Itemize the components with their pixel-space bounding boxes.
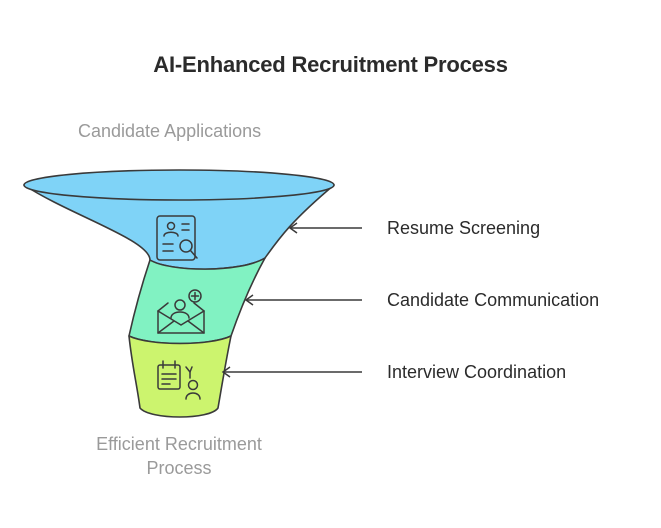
funnel-output-label: Efficient Recruitment Process: [60, 432, 298, 480]
arrow-interview-coordination: [221, 366, 362, 378]
funnel-output-label-line2: Process: [146, 458, 212, 478]
funnel-input-label: Candidate Applications: [78, 121, 262, 141]
stage-label-candidate-communication: Candidate Communication: [387, 290, 600, 310]
funnel-top-ellipse: [23, 169, 335, 201]
calendar-user-icon: [157, 360, 201, 400]
funnel-stage-candidate-communication: [128, 257, 266, 345]
stage-label-resume-screening: Resume Screening: [387, 218, 541, 238]
resume-search-icon: [156, 215, 198, 261]
stage-label-interview-coordination: Interview Coordination: [387, 362, 567, 382]
arrow-resume-screening: [288, 222, 362, 234]
arrow-candidate-communication: [244, 294, 362, 306]
funnel-output-label-line1: Efficient Recruitment: [96, 434, 262, 454]
diagram-title: AI-Enhanced Recruitment Process: [153, 52, 508, 77]
email-add-user-icon: [157, 289, 205, 334]
